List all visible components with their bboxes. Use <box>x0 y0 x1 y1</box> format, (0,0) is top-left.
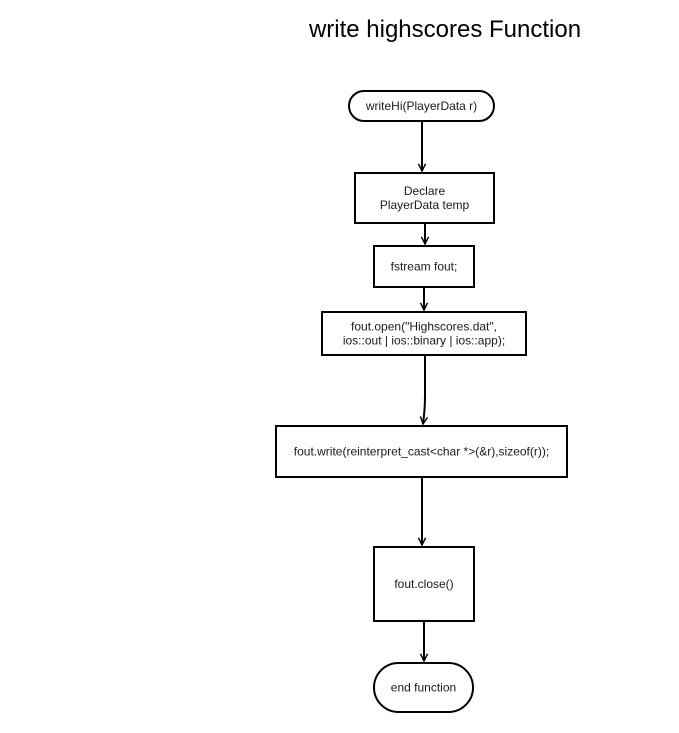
node-close-process-shape <box>373 546 475 622</box>
node-open: fout.open("Highscores.dat",ios::out | io… <box>321 311 527 356</box>
node-end: end function <box>373 662 474 713</box>
node-fstream-label: fstream fout; <box>391 260 458 274</box>
node-close-label-line: fout.close() <box>394 577 453 591</box>
node-fstream-process-shape <box>373 245 475 288</box>
node-fstream-label-line: fstream fout; <box>391 260 458 274</box>
node-fstream: fstream fout; <box>373 245 475 288</box>
node-end-label: end function <box>391 681 456 695</box>
node-close: fout.close() <box>373 546 475 622</box>
node-write-label-line: fout.write(reinterpret_cast<char *>(&r),… <box>294 445 549 459</box>
node-start-label: writeHi(PlayerData r) <box>365 99 477 113</box>
node-write-label: fout.write(reinterpret_cast<char *>(&r),… <box>294 445 549 459</box>
diagram-title: write highscores Function <box>308 16 581 43</box>
node-write-process-shape <box>275 425 568 478</box>
node-open-process-shape <box>321 311 527 356</box>
node-declare-label-line: Declare <box>404 184 446 198</box>
node-start: writeHi(PlayerData r) <box>348 90 495 122</box>
node-close-label: fout.close() <box>394 577 453 591</box>
node-start-label-line: writeHi(PlayerData r) <box>365 99 477 113</box>
node-end-label-line: end function <box>391 681 456 695</box>
node-open-label-line: ios::out | ios::binary | ios::app); <box>343 334 505 348</box>
edges-layer <box>422 121 425 661</box>
edge-open-to-write <box>423 355 425 424</box>
node-declare-process-shape <box>354 172 495 224</box>
node-open-label-line: fout.open("Highscores.dat", <box>351 320 497 334</box>
node-write: fout.write(reinterpret_cast<char *>(&r),… <box>275 425 568 478</box>
node-end-terminator-shape <box>373 662 474 713</box>
node-declare-label-line: PlayerData temp <box>380 198 470 212</box>
node-open-label: fout.open("Highscores.dat",ios::out | io… <box>343 320 505 348</box>
node-start-terminator-shape <box>348 90 495 122</box>
